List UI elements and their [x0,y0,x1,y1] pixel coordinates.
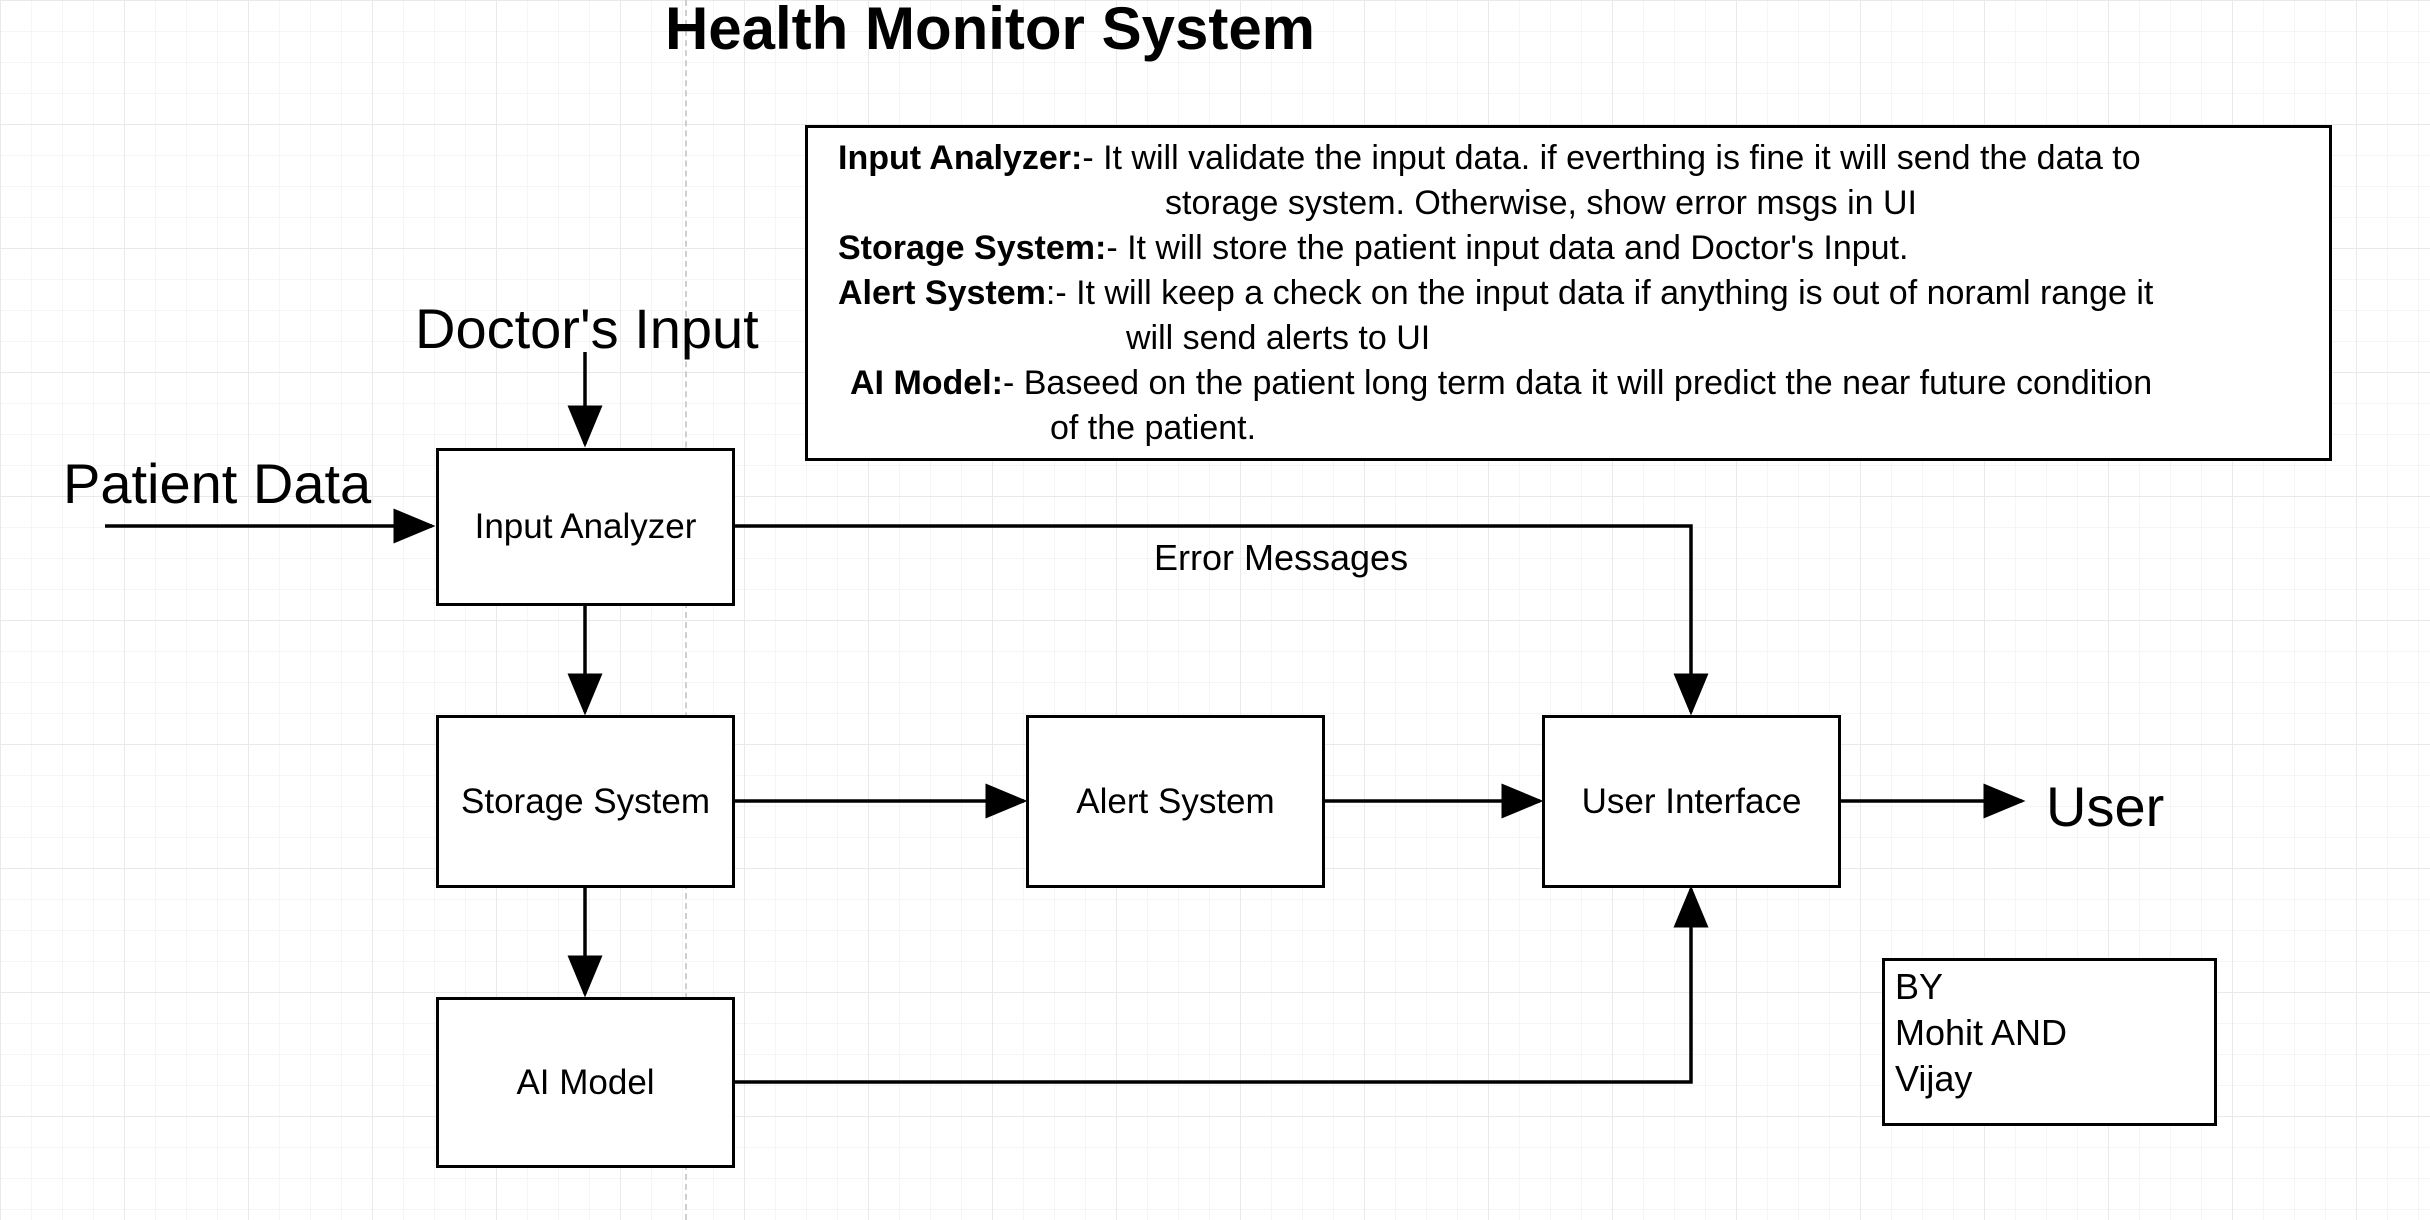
legend-entry-input-analyzer: Input Analyzer:- It will validate the in… [838,136,2299,226]
legend-entry-ai-model: AI Model:- Baseed on the patient long te… [838,361,2299,451]
diagram-title: Health Monitor System [664,0,1316,62]
input-analyzer-node: Input Analyzer [436,448,735,606]
legend-text: - Baseed on the patient long term data i… [1002,364,2153,402]
legend-term: Input Analyzer: [838,139,1083,177]
legend-text: - It will store the patient input data a… [1106,229,1909,267]
dashed-guide-line [685,0,687,1220]
legend-box: Input Analyzer:- It will validate the in… [805,125,2332,461]
storage-system-node: Storage System [436,715,735,888]
legend-term: Alert System [838,274,1046,312]
legend-text: :- It will keep a check on the input dat… [1045,274,2154,312]
ai-model-node: AI Model [436,997,735,1168]
credit-by: BY [1895,966,1944,1007]
doctor-input-label: Doctor's Input [415,297,759,360]
arrow-ai-model-to-user-interface [733,885,1709,1084]
legend-term: AI Model: [850,364,1003,402]
credit-name-2: Vijay [1895,1058,1973,1099]
legend-text: - It will validate the input data. if ev… [1082,139,2141,177]
patient-data-label: Patient Data [63,452,372,515]
credit-names: Mohit AND [1895,1012,2068,1053]
legend-term: Storage System: [838,229,1107,267]
alert-system-node: Alert System [1026,715,1325,888]
legend-text-continued: will send alerts to UI [1126,319,1431,357]
credit-box: BY Mohit AND Vijay [1882,958,2217,1126]
legend-text-continued: storage system. Otherwise, show error ms… [1165,184,1918,222]
legend-text-continued: of the patient. [1050,409,1257,447]
arrow-error-messages-to-user-interface [733,524,1709,716]
user-label: User [2046,775,2165,838]
legend-entry-storage-system: Storage System:- It will store the patie… [838,226,2299,271]
legend-entry-alert-system: Alert System:- It will keep a check on t… [838,271,2299,361]
error-messages-label: Error Messages [1154,537,1409,578]
user-interface-node: User Interface [1542,715,1841,888]
